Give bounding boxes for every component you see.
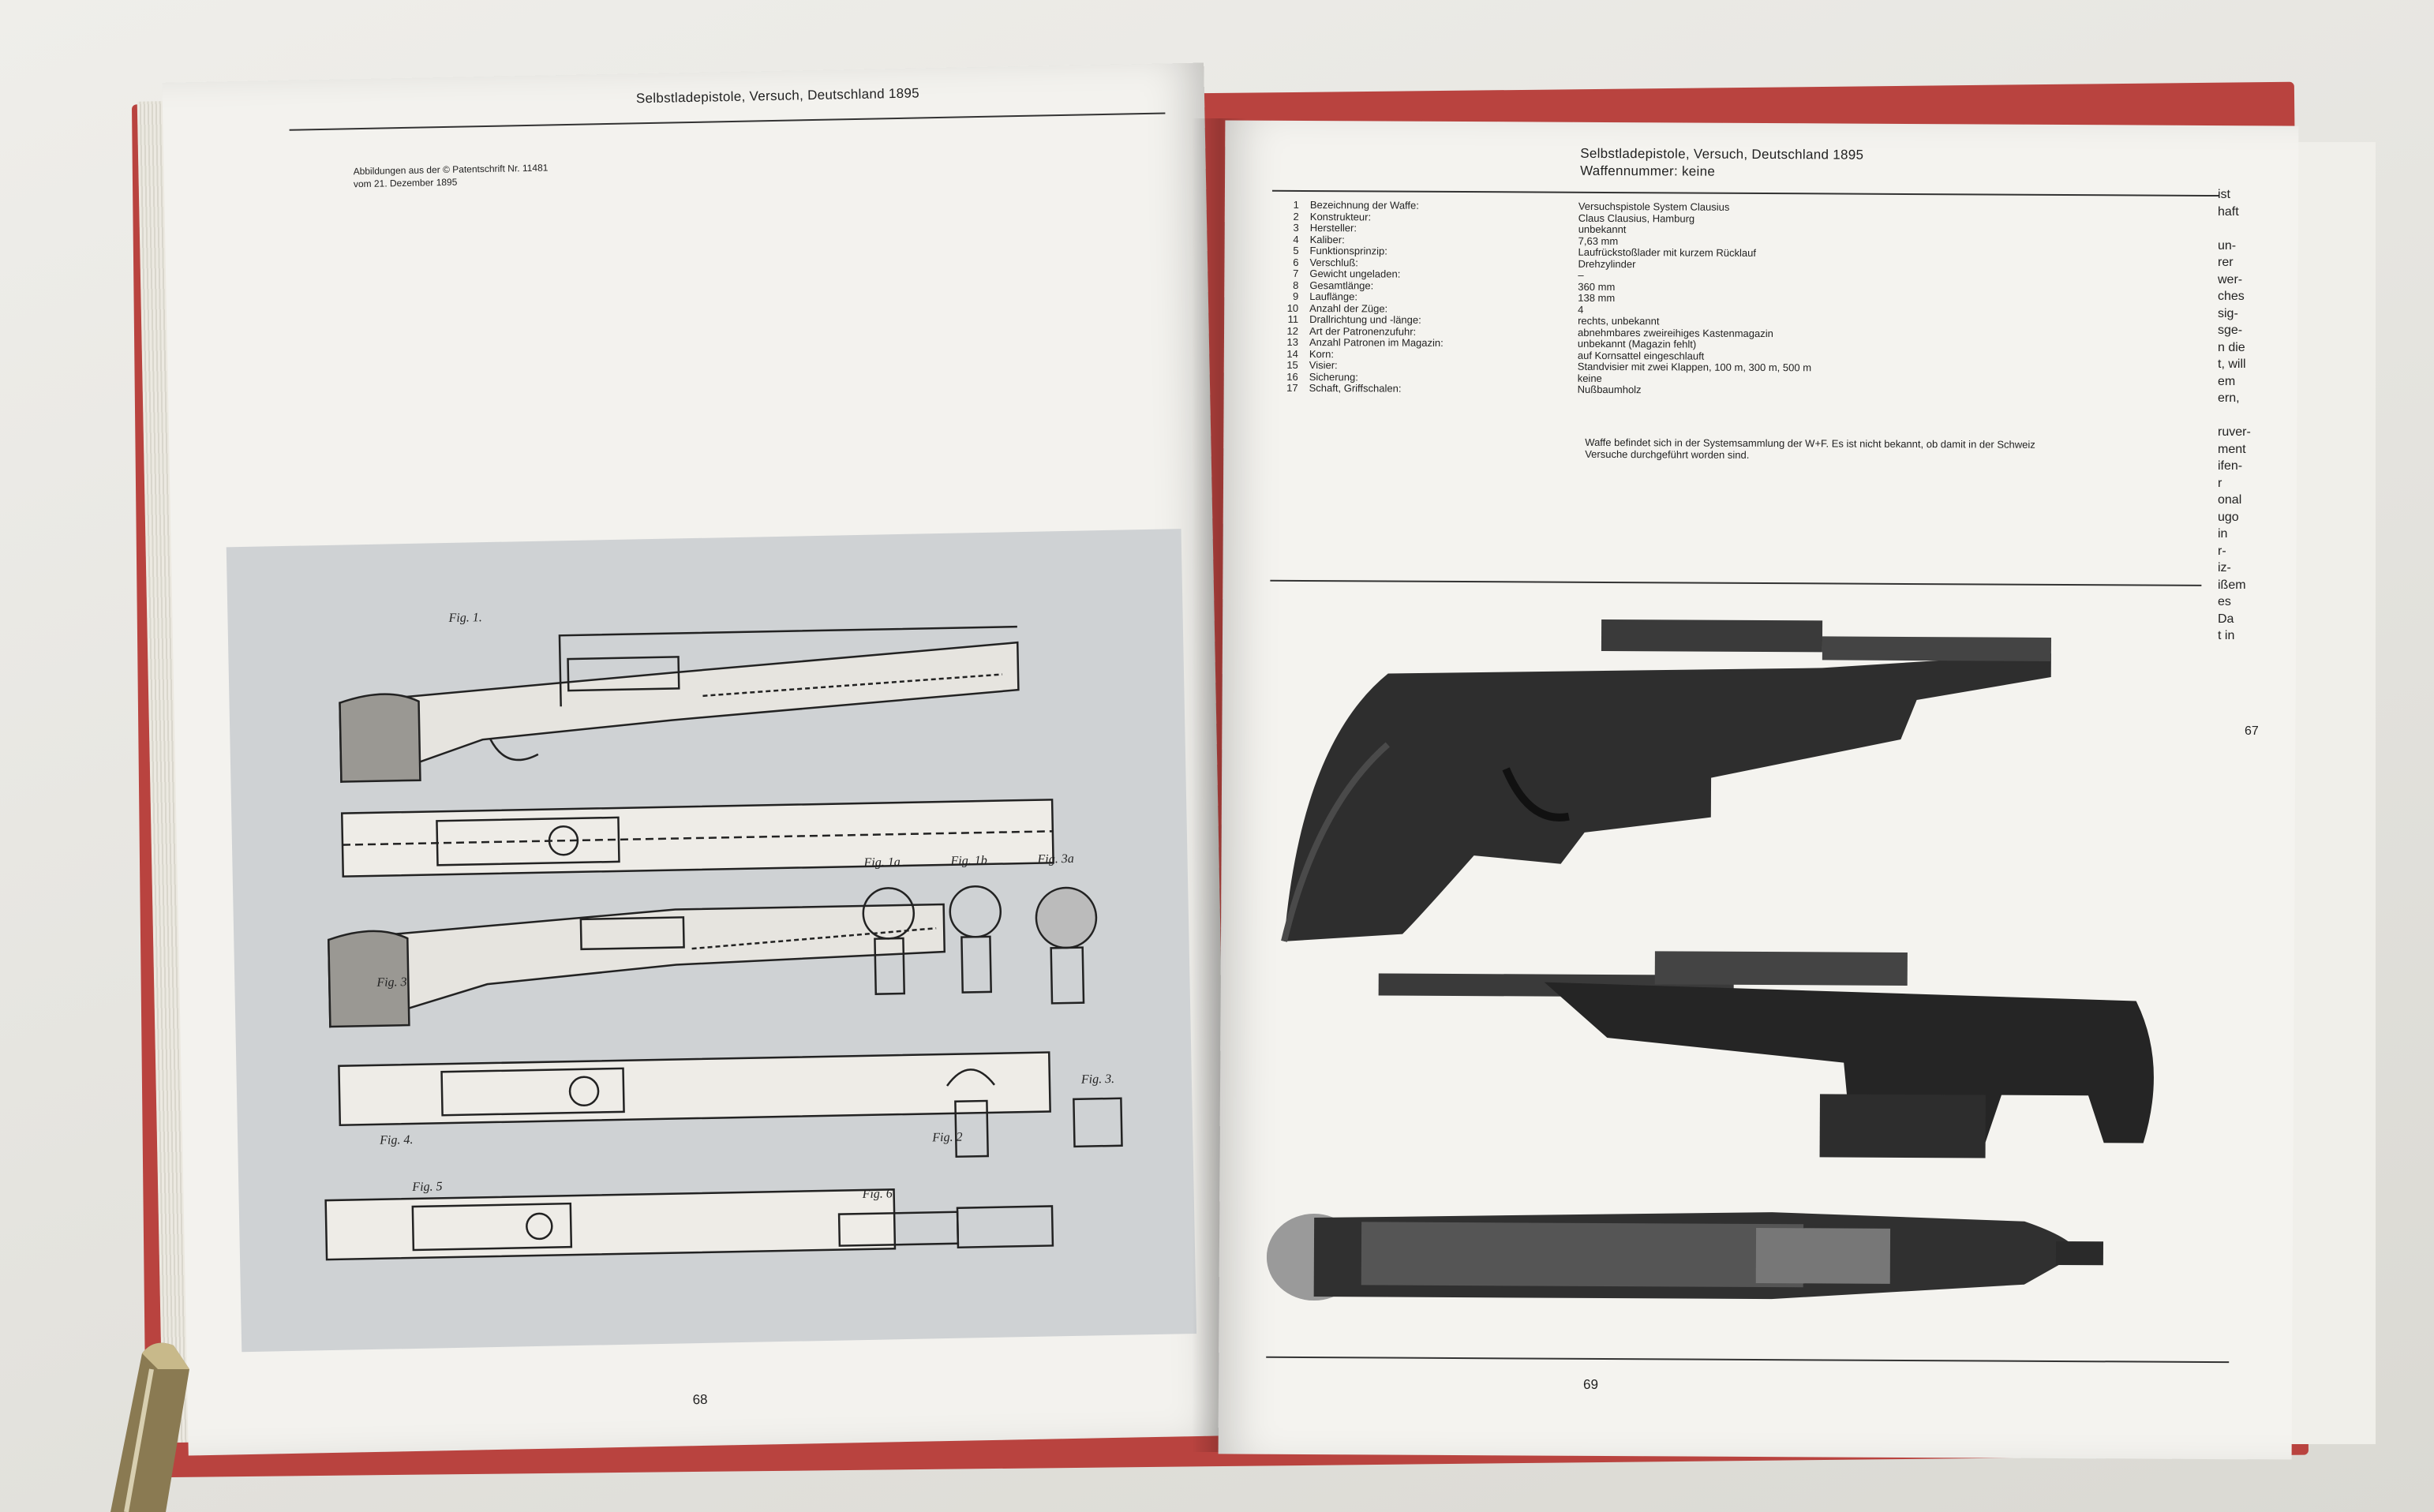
svg-text:Fig. 1b: Fig. 1b — [949, 854, 987, 868]
right-page-number: 69 — [1583, 1376, 1599, 1392]
note-line2: Versuche durchgeführt worden sind. — [1585, 447, 1750, 461]
cartridge-object — [110, 1342, 189, 1512]
svg-text:Fig. 1a: Fig. 1a — [863, 855, 901, 870]
next-page-number: 67 — [2245, 724, 2259, 738]
left-page-number: 68 — [692, 1391, 708, 1408]
patent-caption-line1: Abbildungen aus der © Patentschrift Nr. … — [353, 162, 549, 178]
svg-text:Fig. 1.: Fig. 1. — [447, 611, 482, 625]
patent-drawing-plate: Fig. 1. Fig. 3. Fig. 4. Fig. 5 Fig. 1a F… — [226, 529, 1197, 1353]
svg-text:Fig. 4.: Fig. 4. — [379, 1133, 414, 1147]
svg-text:Fig. 2: Fig. 2 — [931, 1131, 963, 1145]
left-page: Selbstladepistole, Versuch, Deutschland … — [162, 62, 1230, 1456]
svg-text:Fig. 3.: Fig. 3. — [376, 975, 410, 990]
left-running-head: Selbstladepistole, Versuch, Deutschland … — [635, 85, 920, 107]
photo-top-rule — [1270, 579, 2202, 586]
left-header-rule — [289, 112, 1166, 131]
pistol-photographs — [1266, 619, 2154, 1301]
photo-bottom-rule — [1266, 1356, 2230, 1364]
svg-text:Fig. 3.: Fig. 3. — [1080, 1072, 1115, 1087]
pistol-photo-top — [1266, 1212, 2104, 1301]
right-heading-title: Selbstladepistole, Versuch, Deutschland … — [1580, 145, 1864, 163]
svg-text:Fig. 5: Fig. 5 — [411, 1180, 443, 1194]
patent-drawing: Fig. 1. Fig. 3. Fig. 4. Fig. 5 Fig. 1a F… — [324, 611, 1123, 1261]
pistol-photo-side — [1378, 951, 2154, 1158]
collection-note: Waffe befindet sich in der Systemsammlun… — [1585, 436, 2200, 463]
pistol-photo-panel — [1266, 586, 2163, 1317]
right-page: Selbstladepistole, Versuch, Deutschland … — [1218, 120, 2299, 1460]
right-heading-weapon-number: Waffennummer: keine — [1580, 163, 1716, 179]
svg-text:Fig. 3a: Fig. 3a — [1036, 852, 1074, 866]
svg-text:Fig. 6: Fig. 6 — [861, 1187, 893, 1201]
right-header-rule — [1271, 189, 2219, 197]
patent-caption-line2: vom 21. Dezember 1895 — [353, 176, 458, 190]
pistol-photo-stocked — [1281, 619, 2052, 942]
